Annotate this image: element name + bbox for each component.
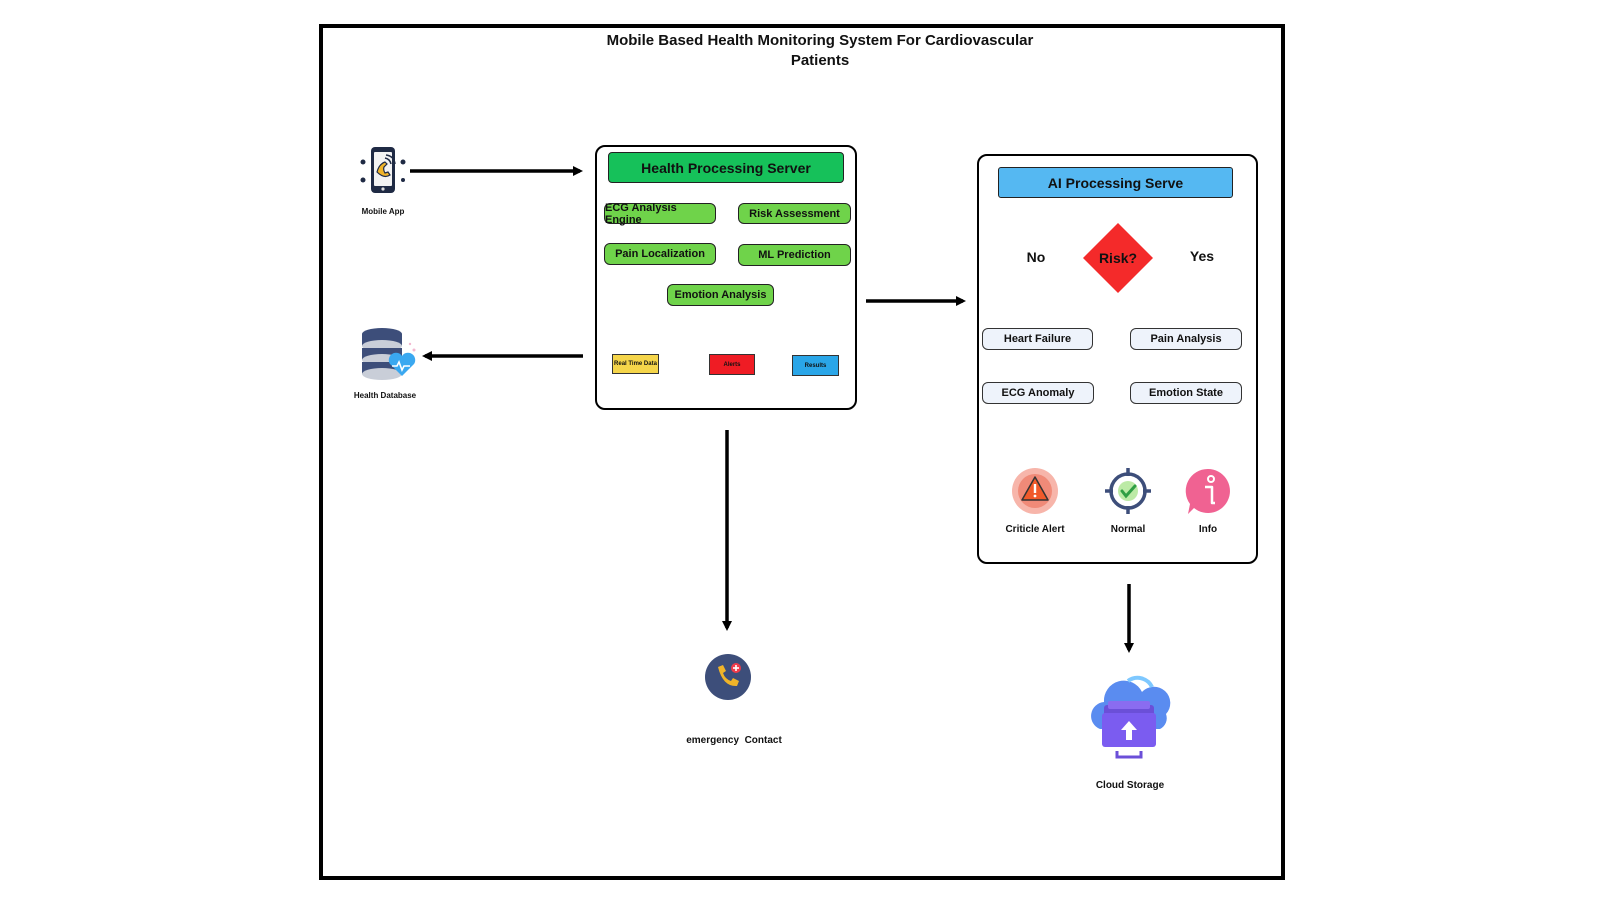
- info-icon: [1185, 468, 1230, 514]
- node-emotion-state: Emotion State: [1130, 382, 1242, 404]
- node-ecg-anomaly: ECG Anomaly: [982, 382, 1094, 404]
- database-heart-icon: [362, 328, 416, 380]
- status-criticle-alert-label: Criticle Alert: [1005, 524, 1065, 535]
- health-server-title: Health Processing Server: [608, 152, 844, 183]
- phone-call-icon: [705, 654, 751, 700]
- title-line-2: Patients: [790, 52, 850, 69]
- cloud-storage-label: Cloud Storage: [1095, 780, 1165, 791]
- tag-results: Results: [792, 355, 839, 376]
- decision-diamond: Risk?: [1082, 222, 1154, 294]
- cloud-upload-icon: [1091, 675, 1171, 759]
- smartphone-icon: [360, 147, 406, 193]
- module-ecg-analysis-engine: ECG Analysis Engine: [604, 202, 716, 226]
- title-line-1: Mobile Based Health Monitoring System Fo…: [606, 32, 1034, 49]
- diagram-title: Mobile Based Health Monitoring System Fo…: [560, 31, 1080, 71]
- tag-alerts: Alerts: [709, 354, 755, 375]
- decision-diamond-shape: [1083, 223, 1153, 293]
- module-risk-assessment: Risk Assessment: [738, 203, 851, 224]
- decision-label: Risk?: [1098, 250, 1138, 266]
- health-database-label: Health Database: [353, 391, 417, 400]
- module-emotion-analysis: Emotion Analysis: [667, 284, 774, 306]
- warning-icon: [1012, 468, 1058, 514]
- node-pain-analysis: Pain Analysis: [1130, 328, 1242, 350]
- node-heart-failure: Heart Failure: [982, 328, 1093, 350]
- target-check-icon: [1105, 468, 1151, 514]
- module-pain-localization: Pain Localization: [604, 243, 716, 265]
- no-label: No: [1026, 249, 1046, 265]
- module-ml-prediction: ML Prediction: [738, 244, 851, 266]
- yes-label: Yes: [1189, 248, 1215, 264]
- mobile-app-label: Mobile App: [361, 207, 405, 216]
- status-info-label: Info: [1198, 524, 1218, 535]
- emergency-contact-label: emergency Contact: [686, 735, 782, 746]
- status-normal-label: Normal: [1110, 524, 1146, 535]
- ai-server-title: AI Processing Serve: [998, 167, 1233, 198]
- tag-real-time-data: Real Time Data: [612, 354, 659, 374]
